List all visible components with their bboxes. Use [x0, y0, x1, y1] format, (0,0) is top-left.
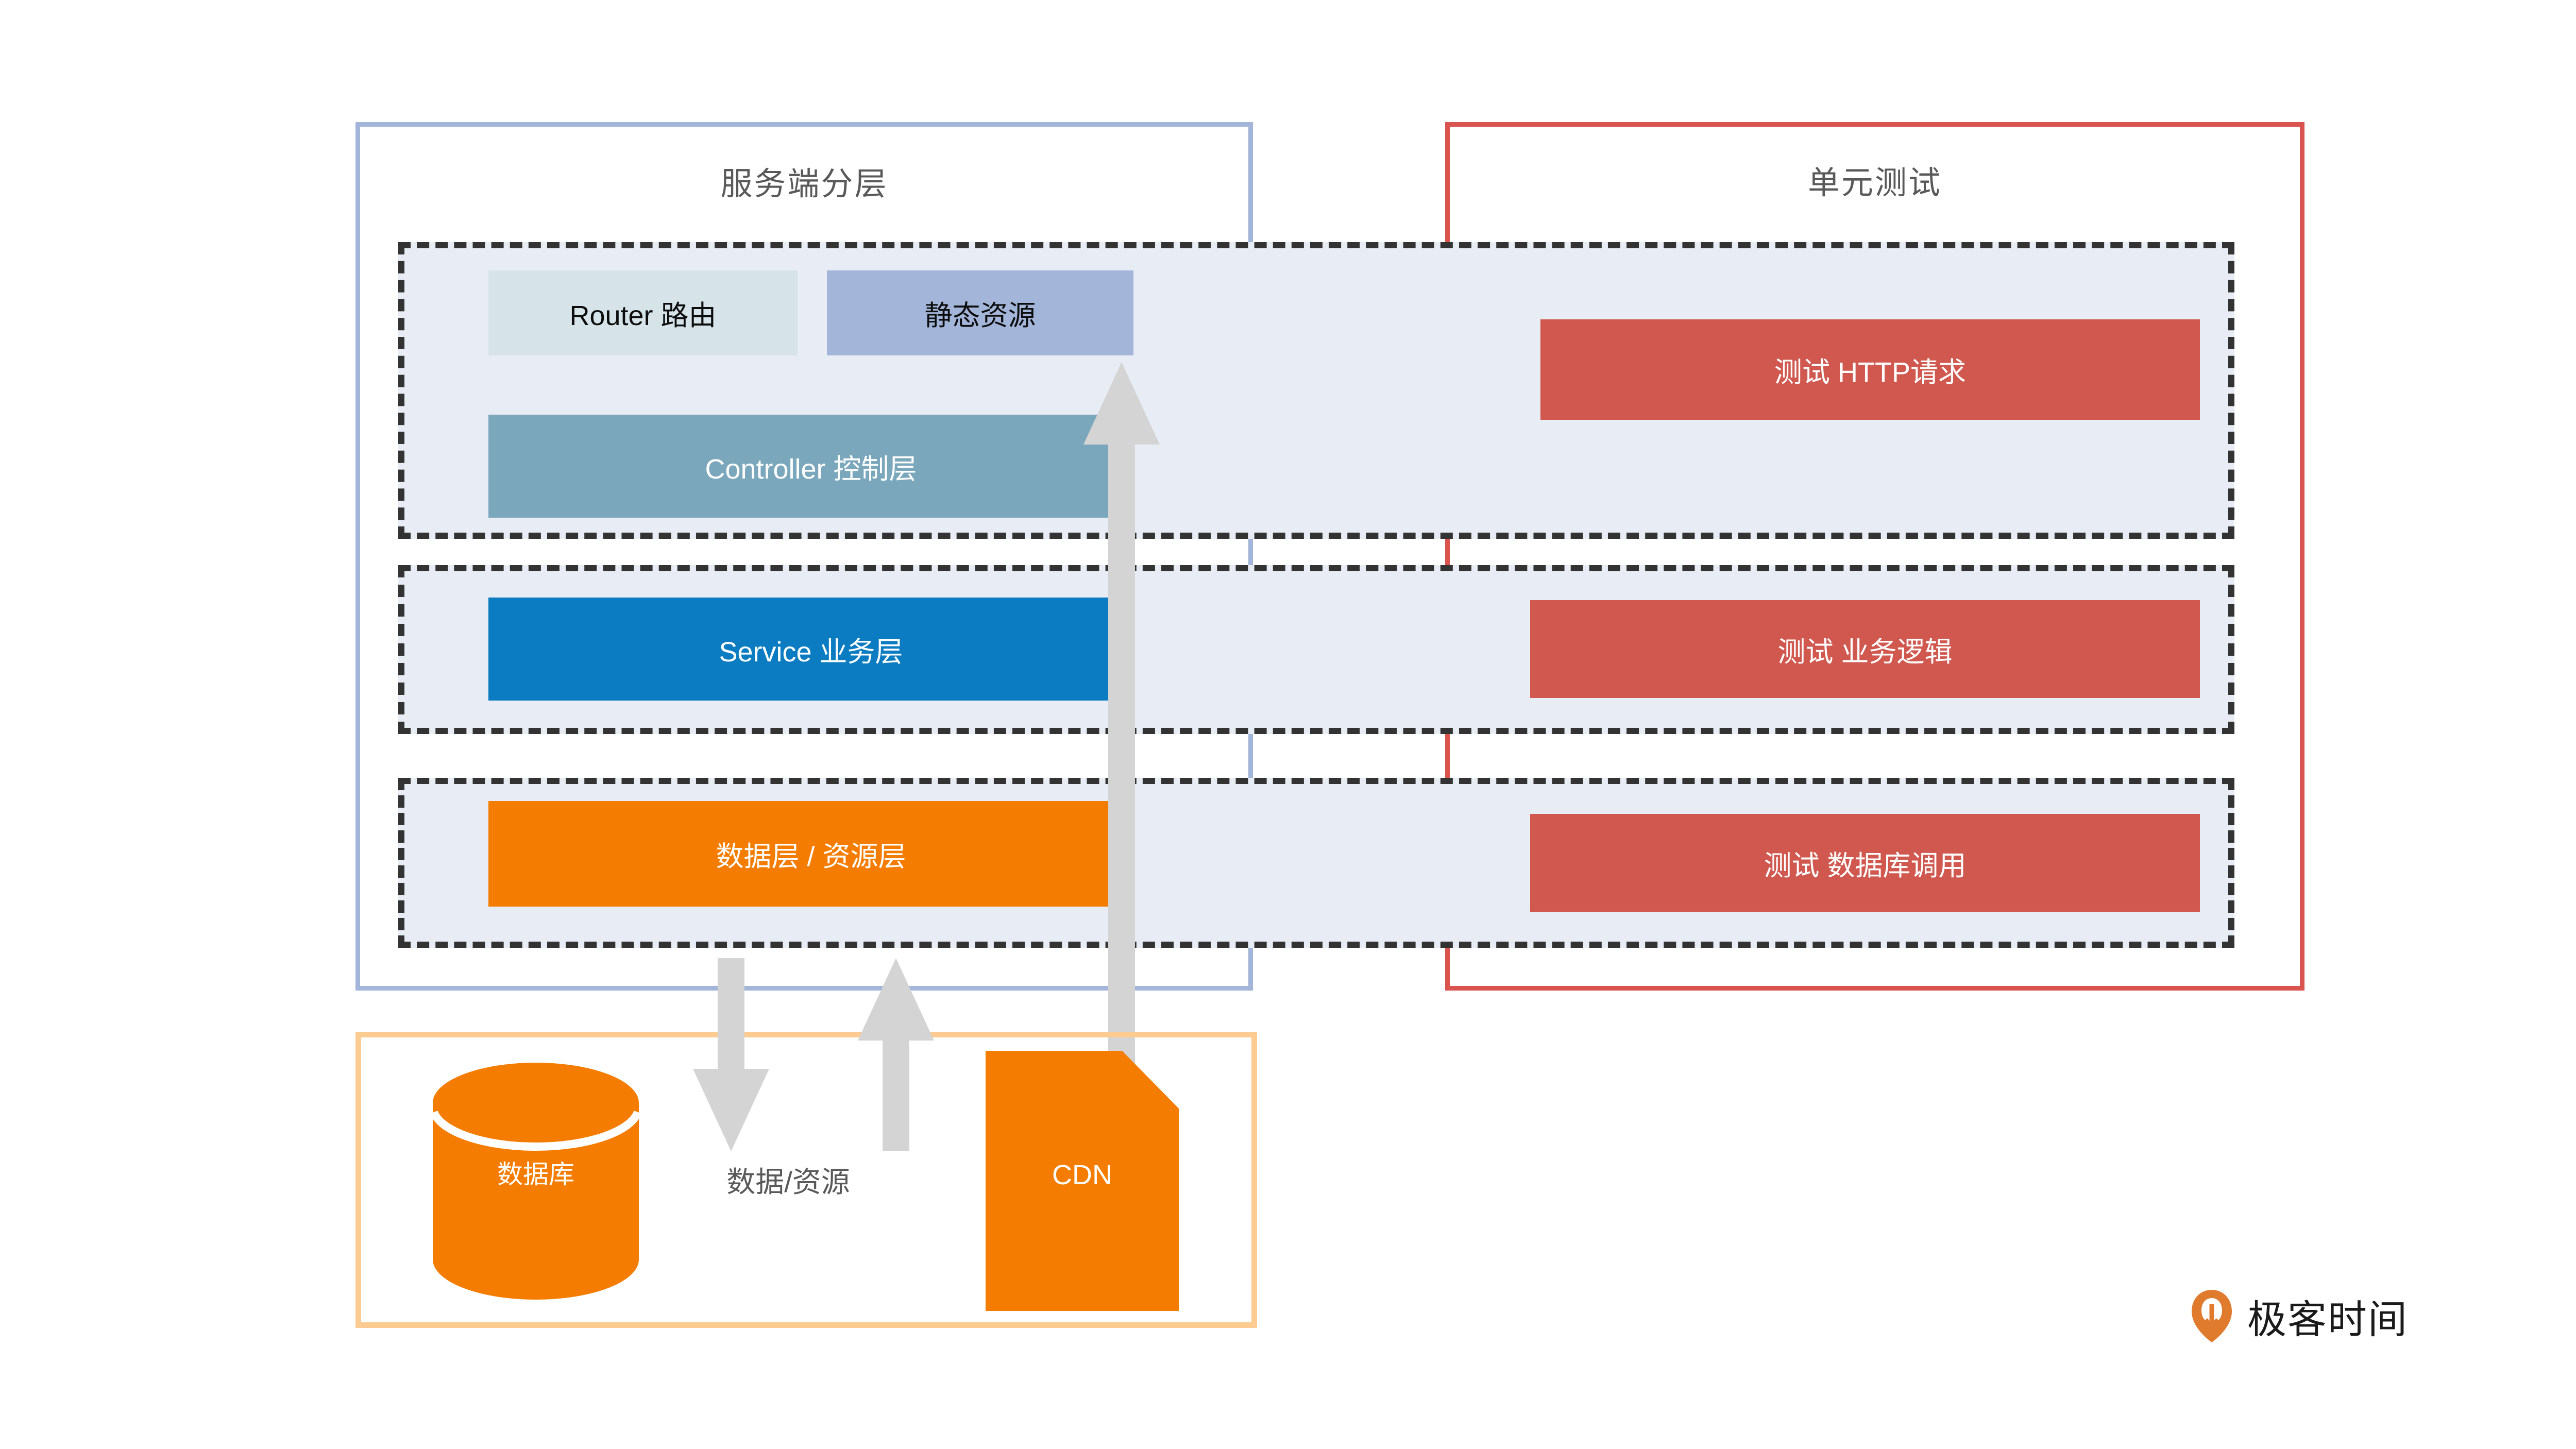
panel-server-title: 服务端分层 [720, 166, 888, 202]
panel-storage [355, 1032, 1257, 1328]
panel-server-layering: 服务端分层 [355, 122, 1253, 991]
box-router[interactable]: Router 路由 [488, 270, 798, 355]
arrow-cdn-to-static-icon [1083, 362, 1160, 1083]
box-test-database[interactable]: 测试 数据库调用 [1530, 814, 2200, 912]
box-test-business-logic[interactable]: 测试 业务逻辑 [1530, 600, 2200, 698]
box-data-resource-layer[interactable]: 数据层 / 资源层 [488, 801, 1133, 907]
geektime-pin-icon [2192, 1290, 2232, 1342]
box-static-resource[interactable]: 静态资源 [827, 270, 1133, 355]
arrow-data-to-database-icon [693, 958, 769, 1151]
box-service[interactable]: Service 业务层 [488, 598, 1133, 701]
panel-test-title: 单元测试 [1807, 165, 1942, 201]
database-cylinder-icon [433, 1063, 639, 1300]
cdn-document-icon [986, 1051, 1179, 1311]
box-test-http[interactable]: 测试 HTTP请求 [1540, 319, 2200, 420]
brand-name: 极客时间 [2247, 1298, 2408, 1342]
panel-unit-test: 单元测试 [1445, 122, 2304, 991]
box-controller[interactable]: Controller 控制层 [488, 415, 1133, 518]
brand-logo: 极客时间 [2190, 1288, 2408, 1344]
database-label: 数据库 [497, 1160, 574, 1189]
data-resource-flow-label: 数据/资源 [726, 1166, 850, 1198]
arrow-database-to-data-icon [858, 958, 934, 1151]
cdn-label: CDN [1052, 1160, 1112, 1190]
